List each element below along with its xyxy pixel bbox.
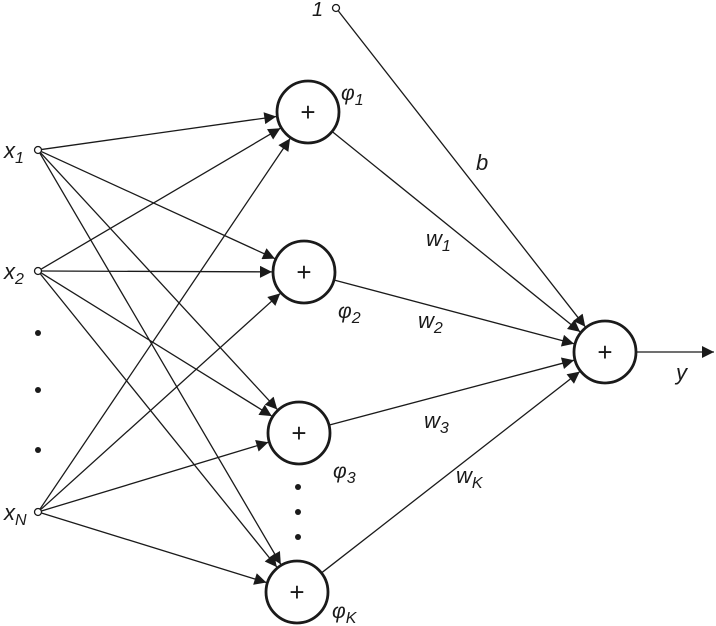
input-node-2 <box>33 266 43 276</box>
edge-input-3-to-hidden-1 <box>39 138 291 510</box>
hidden-label-1: φ1 <box>341 82 364 109</box>
hidden-node-3 <box>266 400 332 466</box>
ellipsis-dot-2 <box>35 387 41 393</box>
input-label-2: x2 <box>3 259 24 288</box>
ellipsis-dot-6 <box>295 534 301 540</box>
hidden-node-4-plus-icon: + <box>289 577 304 607</box>
output-node-plus-icon: + <box>597 337 612 367</box>
hidden-label-3: φ3 <box>333 460 356 487</box>
edge-hidden-3-to-output <box>328 357 575 426</box>
edge-input-2-to-hidden-1 <box>41 127 281 270</box>
edge-input-1-to-hidden-3 <box>40 152 278 410</box>
output-label: y <box>674 360 689 385</box>
edge-input-3-to-hidden-3 <box>41 440 269 512</box>
edge-input-1-to-hidden-4 <box>39 153 282 565</box>
ellipsis-dot-3 <box>35 447 41 453</box>
output-node <box>572 319 638 385</box>
input-node-3 <box>33 507 43 517</box>
edge-bias-to-output <box>337 10 586 328</box>
ellipsis-dot-4 <box>295 484 301 490</box>
edge-input-1-to-hidden-2 <box>41 151 276 260</box>
edge-hidden-2-to-output <box>333 279 575 347</box>
bias-weight-label: b <box>476 150 488 175</box>
input-label-1: x1 <box>3 138 24 167</box>
edge-input-1-to-hidden-1 <box>41 112 277 151</box>
input-node-1 <box>33 145 43 155</box>
ellipsis-dot-1 <box>35 330 41 336</box>
input-label-3: xN <box>3 500 27 529</box>
bias-input-label: 1 <box>312 0 323 21</box>
hidden-node-2-plus-icon: + <box>296 257 311 287</box>
hidden-node-4 <box>264 559 330 625</box>
hidden-node-1-plus-icon: + <box>300 97 315 127</box>
edge-input-2-to-hidden-4 <box>40 273 278 568</box>
edge-input-2-to-hidden-2 <box>41 265 273 278</box>
edge-hidden-1-to-output <box>331 130 581 333</box>
weight-label-1: w1 <box>426 226 451 255</box>
edge-input-3-to-hidden-2 <box>40 292 281 510</box>
edge-input-3-to-hidden-4 <box>41 512 267 585</box>
edge-input-2-to-hidden-3 <box>41 272 273 417</box>
hidden-node-1 <box>275 79 341 145</box>
hidden-label-2: φ2 <box>338 300 361 327</box>
weight-label-3: w3 <box>424 408 449 437</box>
edge-hidden-4-to-output <box>321 371 581 574</box>
hidden-node-2 <box>271 239 337 305</box>
hidden-node-3-plus-icon: + <box>291 418 306 448</box>
weight-label-2: w2 <box>418 308 443 337</box>
weight-label-4: wK <box>456 463 484 492</box>
hidden-label-4: φK <box>332 600 358 626</box>
bias-input-node <box>331 3 341 13</box>
ellipsis-dot-5 <box>295 509 301 515</box>
